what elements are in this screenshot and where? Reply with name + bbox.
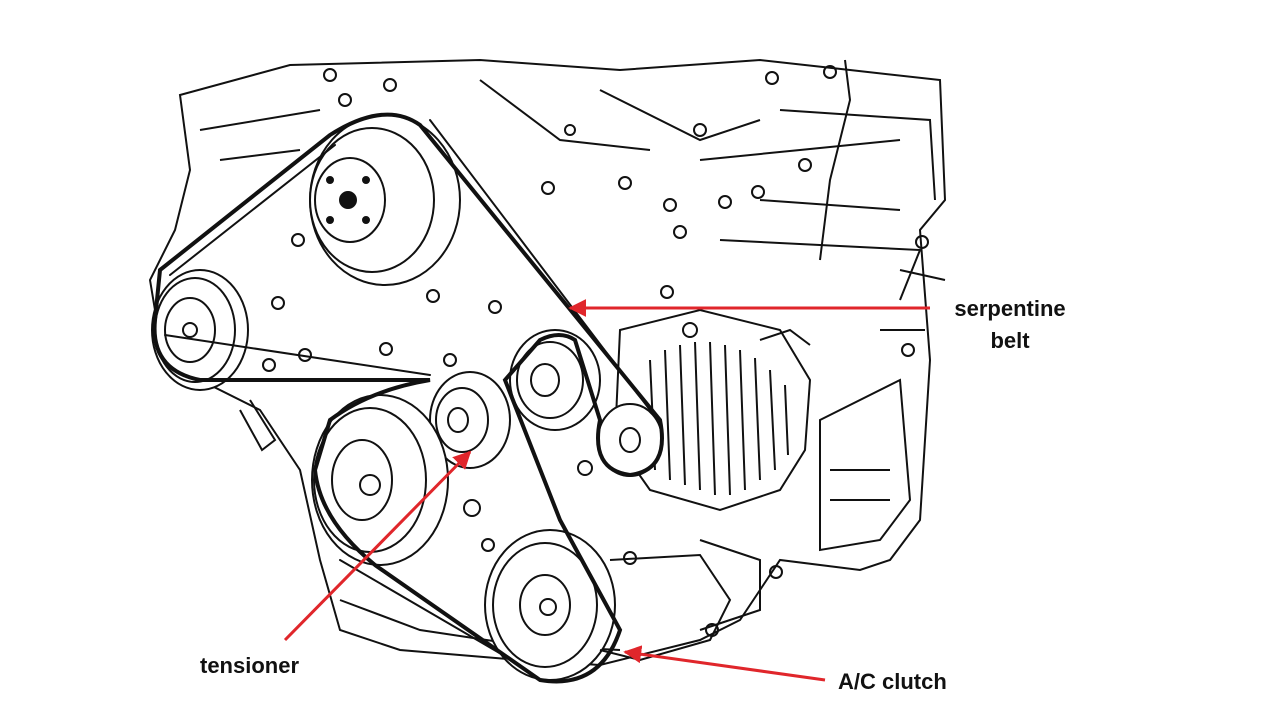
- serpentine-belt: [152, 112, 664, 684]
- tensioner-pulley: [429, 371, 511, 469]
- serpentine-belt-label: serpentine belt: [954, 296, 1066, 353]
- tensioner-arrow: [283, 450, 472, 642]
- callout-arrows: [283, 299, 930, 682]
- crankshaft-pulley: [311, 394, 449, 566]
- pulley-top: [309, 114, 461, 286]
- pulley-left: [151, 269, 249, 391]
- ac-clutch-arrow: [623, 645, 826, 682]
- bolts: [262, 65, 929, 637]
- ac-clutch-label: A/C clutch: [838, 669, 947, 694]
- idler-pulley: [509, 329, 601, 431]
- tensioner-label: tensioner: [200, 653, 300, 678]
